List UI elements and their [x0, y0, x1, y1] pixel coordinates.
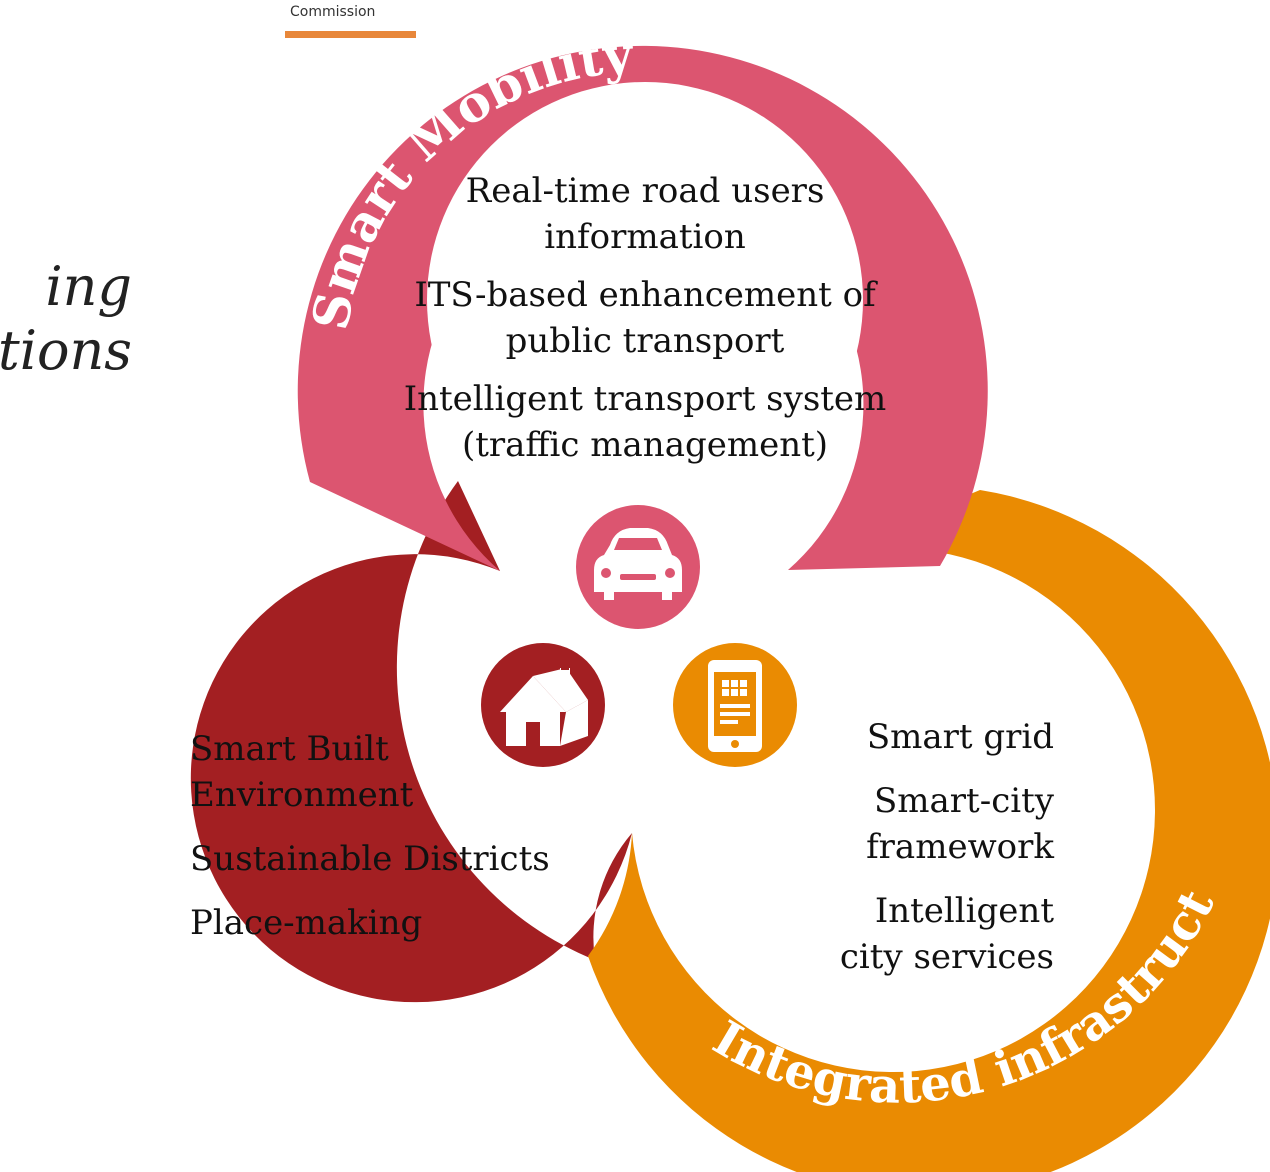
built-environment-items: Smart Built Environment Sustainable Dist… — [190, 726, 590, 964]
smart-mobility-items: Real-time road users information ITS-bas… — [390, 168, 900, 480]
car-icon — [572, 501, 704, 633]
list-item: Smart grid — [866, 717, 1054, 757]
integrated-infrastructure-ring — [588, 490, 1270, 1172]
cropped-intro-text: ing tions — [0, 255, 132, 383]
house-icon — [477, 639, 609, 771]
list-item: Intelligent transport system (traffic ma… — [403, 379, 887, 465]
logo-accent-bar — [285, 31, 416, 38]
built-environment-ring — [190, 481, 632, 1003]
list-item: Intelligent city services — [839, 891, 1054, 977]
org-logo: Commission — [285, 0, 416, 40]
smartphone-icon — [669, 639, 801, 771]
list-item: Smart-city framework — [866, 781, 1054, 867]
list-item: Sustainable Districts — [190, 839, 550, 879]
intro-line-1: ing — [45, 255, 132, 318]
list-item: Real-time road users information — [465, 171, 825, 257]
list-item: ITS-based enhancement of public transpor… — [414, 275, 876, 361]
list-item: Place-making — [190, 903, 423, 943]
integrated-infrastructure-items: Smart grid Smart-city framework Intellig… — [760, 714, 1054, 998]
intro-line-2: tions — [0, 319, 132, 382]
logo-text: Commission — [290, 4, 376, 20]
list-item: Smart Built Environment — [190, 729, 414, 815]
